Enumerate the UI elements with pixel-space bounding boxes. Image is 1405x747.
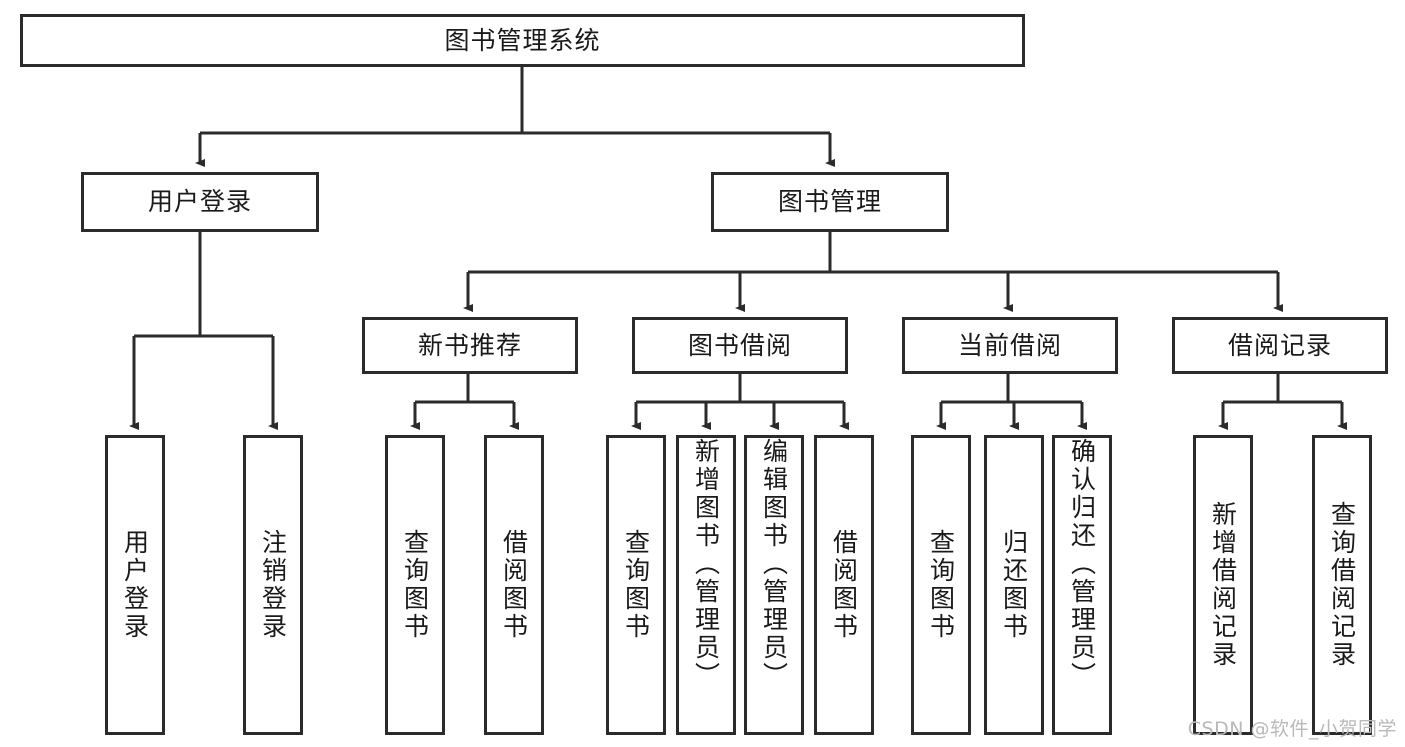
node-current-borrow-label: 当前借阅 (957, 330, 1062, 360)
node-new-book-recommend-label: 新书推荐 (417, 330, 522, 360)
node-book-borrow[interactable]: 图书借阅 (632, 317, 848, 374)
node-leaf-add-borrow-record[interactable]: 新增借阅记录 (1193, 435, 1253, 735)
node-leaf-query-book-rec[interactable]: 查询图书 (385, 435, 445, 735)
node-leaf-borrow-book-label: 借阅图书 (829, 529, 859, 641)
node-borrow-record[interactable]: 借阅记录 (1172, 317, 1388, 374)
node-leaf-return-book-label: 归还图书 (999, 529, 1029, 641)
node-leaf-query-book-rec-label: 查询图书 (400, 529, 430, 641)
node-user-login[interactable]: 用户登录 (81, 172, 319, 232)
node-leaf-confirm-return-admin-label: 确认归还（管理员） (1067, 438, 1097, 690)
node-leaf-return-book[interactable]: 归还图书 (984, 435, 1044, 735)
watermark: CSDN @软件_小贺同学 (1187, 718, 1397, 740)
node-root[interactable]: 图书管理系统 (20, 14, 1025, 67)
node-borrow-record-label: 借阅记录 (1227, 330, 1332, 360)
node-leaf-user-login-label: 用户登录 (120, 529, 150, 641)
node-current-borrow[interactable]: 当前借阅 (902, 317, 1118, 374)
node-leaf-query-borrow-record-label: 查询借阅记录 (1327, 501, 1357, 669)
node-leaf-borrow-book-rec[interactable]: 借阅图书 (484, 435, 544, 735)
node-leaf-query-book-borrow[interactable]: 查询图书 (606, 435, 666, 735)
node-book-management[interactable]: 图书管理 (711, 172, 949, 232)
node-leaf-confirm-return-admin[interactable]: 确认归还（管理员） (1052, 435, 1112, 735)
node-book-borrow-label: 图书借阅 (687, 330, 792, 360)
node-leaf-logout[interactable]: 注销登录 (243, 435, 303, 735)
node-new-book-recommend[interactable]: 新书推荐 (362, 317, 578, 374)
node-leaf-user-login[interactable]: 用户登录 (105, 435, 165, 735)
node-leaf-borrow-book[interactable]: 借阅图书 (814, 435, 874, 735)
node-leaf-borrow-book-rec-label: 借阅图书 (499, 529, 529, 641)
node-leaf-add-book-admin[interactable]: 新增图书（管理员） (676, 435, 736, 735)
node-leaf-edit-book-admin[interactable]: 编辑图书（管理员） (744, 435, 804, 735)
node-leaf-query-book-current-label: 查询图书 (926, 529, 956, 641)
node-leaf-query-book-borrow-label: 查询图书 (621, 529, 651, 641)
node-root-label: 图书管理系统 (444, 25, 601, 55)
node-leaf-add-borrow-record-label: 新增借阅记录 (1208, 501, 1238, 669)
node-book-management-label: 图书管理 (777, 187, 882, 217)
node-leaf-query-book-current[interactable]: 查询图书 (911, 435, 971, 735)
node-user-login-label: 用户登录 (147, 187, 252, 217)
node-leaf-logout-label: 注销登录 (258, 529, 288, 641)
node-leaf-add-book-admin-label: 新增图书（管理员） (691, 438, 721, 690)
node-leaf-edit-book-admin-label: 编辑图书（管理员） (759, 438, 789, 690)
node-leaf-query-borrow-record[interactable]: 查询借阅记录 (1312, 435, 1372, 735)
